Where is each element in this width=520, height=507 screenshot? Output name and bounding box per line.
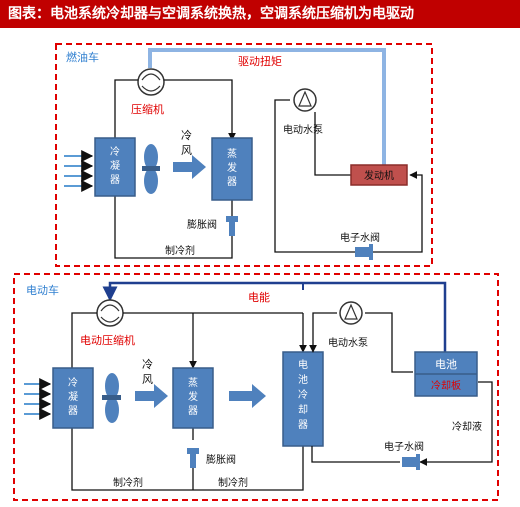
bottom-pump-label: 电动水泵 bbox=[328, 336, 368, 349]
air-flow-arrows bbox=[64, 150, 94, 192]
heat-exchange-arrow bbox=[229, 384, 266, 408]
condenser-box bbox=[94, 137, 136, 197]
electric-compressor-label: 电动压缩机 bbox=[80, 333, 135, 347]
cold-air-label: 冷风 bbox=[181, 129, 192, 157]
drive-torque-line bbox=[148, 48, 386, 168]
coolant-label: 冷却液 bbox=[452, 420, 482, 433]
battery-label: 电池 bbox=[435, 358, 457, 371]
bottom-refrigerant-label-1: 制冷剂 bbox=[113, 476, 143, 489]
engine-box bbox=[350, 164, 408, 186]
bottom-fan-icon bbox=[102, 373, 121, 423]
bottom-cold-air-label: 冷风 bbox=[142, 358, 153, 386]
bottom-section-label: 电动车 bbox=[26, 283, 59, 297]
evaporator-label: 蒸发器 bbox=[227, 148, 237, 188]
header-title: 图表：电池系统冷却器与空调系统换热，空调系统压缩机为电驱动 bbox=[0, 0, 520, 28]
bottom-refrigerant-label-2: 制冷剂 bbox=[218, 476, 248, 489]
cold-air-arrow bbox=[173, 155, 206, 179]
evaporator-box bbox=[211, 137, 253, 201]
top-refrigerant-loop bbox=[111, 79, 138, 146]
water-valve-icon bbox=[355, 244, 373, 260]
bottom-section-frame bbox=[13, 273, 499, 501]
bottom-evaporator-label: 蒸发器 bbox=[188, 377, 198, 417]
engine-label: 发动机 bbox=[364, 169, 394, 182]
expansion-valve-icon bbox=[226, 216, 238, 236]
cold-plate-label: 冷却板 bbox=[431, 379, 461, 392]
top-section-label: 燃油车 bbox=[66, 50, 99, 64]
bottom-air-flow-arrows bbox=[24, 378, 52, 420]
condenser-label: 冷凝器 bbox=[110, 145, 120, 186]
battery-cooler-box bbox=[282, 351, 324, 447]
battery-cooler-label: 电池冷却器 bbox=[298, 358, 308, 431]
bottom-refrigerant-loop bbox=[71, 312, 97, 370]
bottom-water-valve-icon bbox=[402, 454, 420, 470]
bottom-condenser-label: 冷凝器 bbox=[68, 376, 78, 417]
bottom-condenser-box bbox=[52, 367, 94, 429]
top-section-frame bbox=[55, 43, 433, 267]
top-refrigerant-label: 制冷剂 bbox=[165, 244, 195, 257]
pump-label: 电动水泵 bbox=[283, 123, 323, 136]
fan-icon bbox=[142, 144, 160, 194]
electric-energy-line bbox=[102, 281, 447, 352]
bottom-expansion-valve-label: 膨胀阀 bbox=[206, 453, 236, 466]
electric-energy-label: 电能 bbox=[248, 290, 270, 304]
bottom-evaporator-box bbox=[172, 367, 214, 429]
top-coolant-loop bbox=[274, 99, 355, 253]
bottom-coolant-loop bbox=[309, 312, 337, 353]
bottom-cold-air-arrow bbox=[135, 384, 168, 408]
water-valve-label: 电子水阀 bbox=[340, 231, 380, 244]
bottom-water-valve-label: 电子水阀 bbox=[384, 440, 424, 453]
compressor-label: 压缩机 bbox=[131, 102, 164, 116]
drive-torque-label: 驱动扭矩 bbox=[238, 54, 282, 68]
expansion-valve-label: 膨胀阀 bbox=[187, 218, 217, 231]
bottom-expansion-valve-icon bbox=[187, 448, 199, 468]
